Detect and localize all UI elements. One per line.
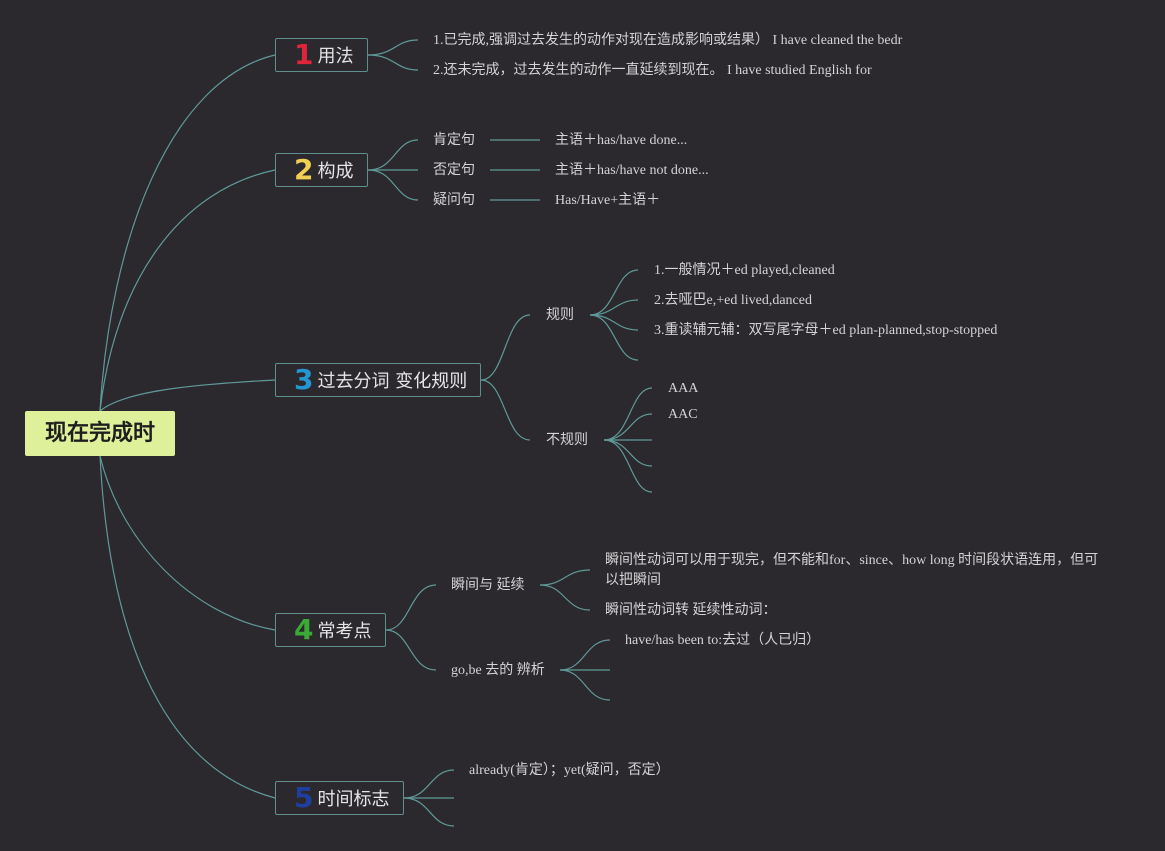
link-n2-c [367, 169, 419, 201]
node-label: 构成 [317, 161, 354, 182]
irregular-item-aac[interactable]: AAC [668, 407, 698, 422]
structure-form-question[interactable]: Has/Have+主语＋ [555, 193, 661, 208]
irregular-rules-node[interactable]: 不规则 [546, 433, 588, 448]
link-n3-regular [480, 314, 531, 381]
node-label: 过去分词 变化规则 [317, 371, 468, 392]
node-label: 时间标志 [317, 789, 390, 810]
link-a-2 [539, 584, 591, 611]
been-to-note[interactable]: have/has been to:去过（人已归） [625, 633, 821, 648]
node-usage[interactable]: 1 用法 [275, 38, 368, 72]
node-label: 常考点 [317, 621, 372, 642]
structure-form-negative[interactable]: 主语＋has/have not done... [555, 163, 709, 178]
link-reg-4 [589, 314, 639, 361]
link-irr-2 [603, 413, 653, 441]
node-structure[interactable]: 2 构成 [275, 153, 368, 187]
link-n5-3 [403, 797, 455, 827]
link-root-n5 [99, 455, 276, 799]
regular-rules-node[interactable]: 规则 [546, 308, 574, 323]
number-badge: 2 [294, 153, 314, 186]
regular-rule-1[interactable]: 1.一般情况＋ed played,cleaned [654, 263, 835, 278]
link-n4-b [385, 629, 437, 671]
link-n1-i2 [367, 54, 419, 71]
number-badge: 3 [294, 363, 314, 396]
link-n1-i1 [367, 39, 419, 56]
instant-verb-note[interactable]: 瞬间性动词可以用于现完，但不能和for、since、how long 时间段状语… [605, 553, 1099, 588]
link-b-3 [559, 669, 611, 701]
root-node[interactable]: 现在完成时 [25, 411, 175, 456]
link-n2-a [367, 139, 419, 171]
link-irr-5 [603, 439, 653, 493]
go-be-compare-node[interactable]: go,be 去的 辨析 [451, 663, 545, 678]
link-root-n2 [99, 169, 276, 412]
number-badge: 4 [294, 613, 314, 646]
link-n3-irregular [480, 379, 531, 441]
usage-item-2[interactable]: 2.还未完成，过去发生的动作一直延续到现在。 I have studied En… [433, 63, 872, 78]
structure-type-question[interactable]: 疑问句 [433, 193, 475, 208]
link-irr-1 [603, 387, 653, 441]
node-key-points[interactable]: 4 常考点 [275, 613, 386, 647]
number-badge: 5 [294, 781, 314, 814]
link-reg-3 [589, 314, 639, 331]
instant-to-durative-note[interactable]: 瞬间性动词转 延续性动词： [605, 603, 777, 618]
link-n5-1 [403, 769, 455, 799]
link-root-n4 [99, 455, 276, 631]
number-badge: 1 [294, 38, 314, 71]
regular-rule-2[interactable]: 2.去哑巴e,+ed lived,danced [654, 293, 812, 308]
link-b-1 [559, 639, 611, 671]
regular-rule-3[interactable]: 3.重读辅元辅：双写尾字母＋ed plan-planned,stop-stopp… [654, 323, 998, 338]
link-reg-2 [589, 299, 639, 316]
structure-type-negative[interactable]: 否定句 [433, 163, 475, 178]
node-past-participle[interactable]: 3 过去分词 变化规则 [275, 363, 481, 397]
link-root-n1 [99, 54, 276, 412]
structure-type-affirmative[interactable]: 肯定句 [433, 133, 475, 148]
usage-item-1[interactable]: 1.已完成,强调过去发生的动作对现在造成影响或结果） I have cleane… [433, 33, 903, 48]
structure-form-affirmative[interactable]: 主语＋has/have done... [555, 133, 688, 148]
instant-vs-durative-node[interactable]: 瞬间与 延续 [451, 578, 525, 593]
node-time-markers[interactable]: 5 时间标志 [275, 781, 404, 815]
link-n4-a [385, 584, 437, 631]
time-marker-already-yet[interactable]: already(肯定）；yet(疑问，否定） [469, 763, 670, 778]
irregular-item-aaa[interactable]: AAA [668, 381, 699, 396]
link-a-1 [539, 569, 591, 586]
link-root-n3 [99, 379, 276, 412]
node-label: 用法 [317, 46, 354, 67]
link-reg-1 [589, 269, 639, 316]
